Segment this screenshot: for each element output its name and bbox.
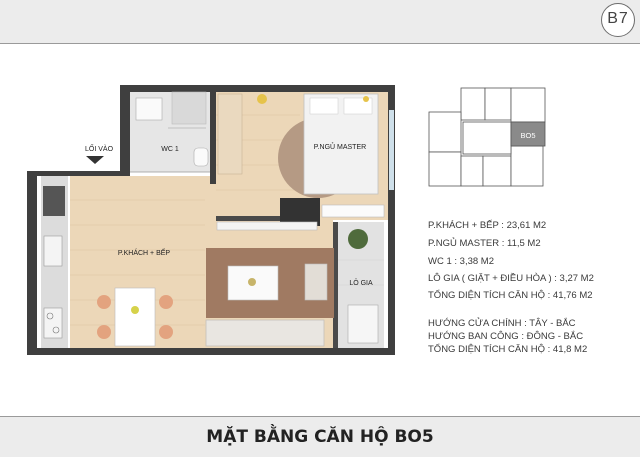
area-living-kitchen: P.KHÁCH + BẾP : 23,61 M2 xyxy=(428,220,547,231)
entrance-label: LỐI VÀO xyxy=(85,143,114,153)
kitchen-sink-icon xyxy=(43,235,63,267)
bottom-wall xyxy=(27,348,394,355)
entrance-wall xyxy=(27,171,130,176)
left-wall xyxy=(27,171,37,355)
bedroom-desk xyxy=(321,204,385,218)
entrance-arrow-icon xyxy=(86,156,104,164)
sofa-icon xyxy=(205,319,325,347)
wc-left-wall xyxy=(120,85,130,175)
dining-table xyxy=(114,287,156,347)
loggia-label: LÔ GIA xyxy=(349,278,373,287)
plant-icon xyxy=(348,229,368,249)
footer-title: MẶT BẰNG CĂN HỘ BO5 xyxy=(206,427,434,447)
dining-chair xyxy=(97,325,111,339)
area-master-bedroom: P.NGỦ MASTER : 11,5 M2 xyxy=(428,238,541,249)
living-kitchen-label: P.KHÁCH + BẾP xyxy=(118,247,171,257)
building-badge: B7 xyxy=(601,3,635,37)
fridge-icon xyxy=(43,186,65,216)
bedroom-bottom-wall xyxy=(216,216,316,221)
stove-icon xyxy=(43,307,63,339)
bedroom-left-wall xyxy=(210,92,216,184)
shower-icon xyxy=(171,91,207,125)
right-wall xyxy=(388,85,395,355)
toilet-icon xyxy=(193,147,209,167)
wall-column xyxy=(280,198,320,226)
armchair xyxy=(304,263,328,301)
building-badge-label: B7 xyxy=(607,10,629,27)
dining-chair xyxy=(97,295,111,309)
top-wall xyxy=(120,85,394,92)
dining-chair xyxy=(159,325,173,339)
wc-label: WC 1 xyxy=(161,146,179,153)
loggia-wall xyxy=(333,222,338,348)
washing-machine-icon xyxy=(347,304,379,344)
header-divider xyxy=(0,43,640,44)
dining-chair xyxy=(159,295,173,309)
tv-console xyxy=(216,221,318,231)
area-loggia: LÔ GIA ( GIẶT + ĐIỀU HÒA ) : 3,27 M2 xyxy=(428,273,594,284)
master-bedroom-label: P.NGỦ MASTER xyxy=(314,142,366,151)
footer-divider xyxy=(0,416,640,417)
orientation-main-door: HƯỚNG CỬA CHÍNH : TÂY - BẮC xyxy=(428,318,576,329)
wardrobe xyxy=(217,93,243,175)
header-bar xyxy=(0,0,640,43)
area-wc: WC 1 : 3,38 M2 xyxy=(428,256,494,267)
orientation-total-area: TỔNG DIỆN TÍCH CĂN HỘ : 41,8 M2 xyxy=(428,344,588,355)
sink-icon xyxy=(135,97,163,121)
orientation-balcony: HƯỚNG BAN CÔNG : ĐÔNG - BẮC xyxy=(428,331,584,342)
footer-bar xyxy=(0,416,640,457)
key-plan-unit-label: BO5 xyxy=(520,131,535,140)
bedroom-window xyxy=(389,110,394,190)
key-plan-unit-highlight xyxy=(510,121,546,147)
key-plan: BO5 xyxy=(428,87,546,187)
area-total: TỔNG DIỆN TÍCH CĂN HỘ : 41,76 M2 xyxy=(428,290,593,301)
